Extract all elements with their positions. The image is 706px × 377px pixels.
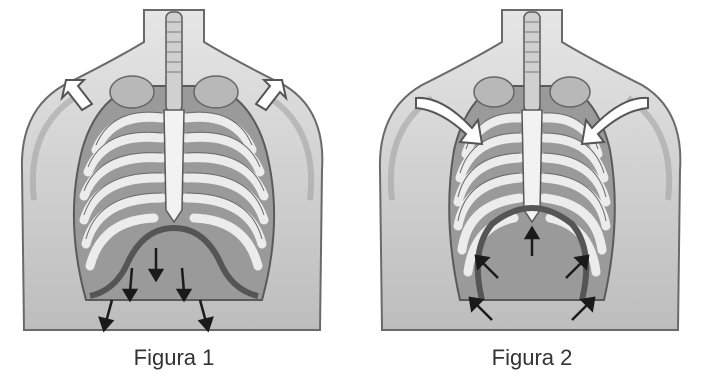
thorax-inhalation-illustration [4, 0, 344, 340]
figure-1-caption: Figura 1 [4, 345, 344, 371]
thorax-exhalation-illustration [362, 0, 702, 340]
figure-2-panel: Figura 2 [362, 0, 702, 377]
sternum [164, 110, 184, 222]
figure-1-panel: Figura 1 [4, 0, 344, 377]
figure-2-caption: Figura 2 [362, 345, 702, 371]
